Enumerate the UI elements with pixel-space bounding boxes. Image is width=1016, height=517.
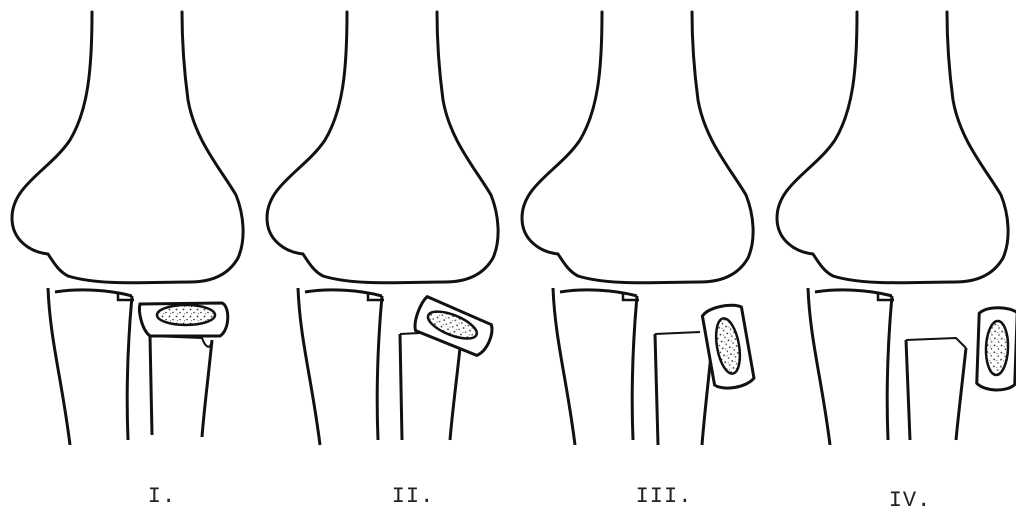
panel-4-ulna [808, 288, 894, 445]
panel-label-1: I. [148, 484, 176, 509]
panel-4-humerus [777, 12, 1008, 283]
panel-4-radius [906, 338, 966, 440]
panel-3-humerus [522, 12, 753, 283]
panel-label-2: II. [392, 484, 435, 509]
panel-4-drawing [777, 12, 1016, 445]
panel-1-ulna [48, 288, 134, 445]
panel-2-humerus [267, 12, 498, 283]
panel-2-radial-head-fragment [411, 296, 496, 358]
panel-1-humerus [12, 12, 243, 283]
panel-3-radius [655, 332, 712, 445]
panel-label-4: IV. [889, 488, 932, 513]
panel-3-ulna [553, 288, 639, 445]
panel-2-radius [400, 332, 460, 440]
panel-2-drawing [267, 12, 498, 445]
panel-3-drawing [522, 12, 755, 445]
panel-label-3: III. [636, 484, 693, 509]
panel-4-radial-head-fragment [977, 307, 1016, 391]
panel-1-radial-head-fragment [139, 303, 227, 336]
panel-2-ulna [298, 288, 384, 445]
panel-1-drawing [12, 12, 243, 445]
panel-1-radius [150, 336, 212, 437]
